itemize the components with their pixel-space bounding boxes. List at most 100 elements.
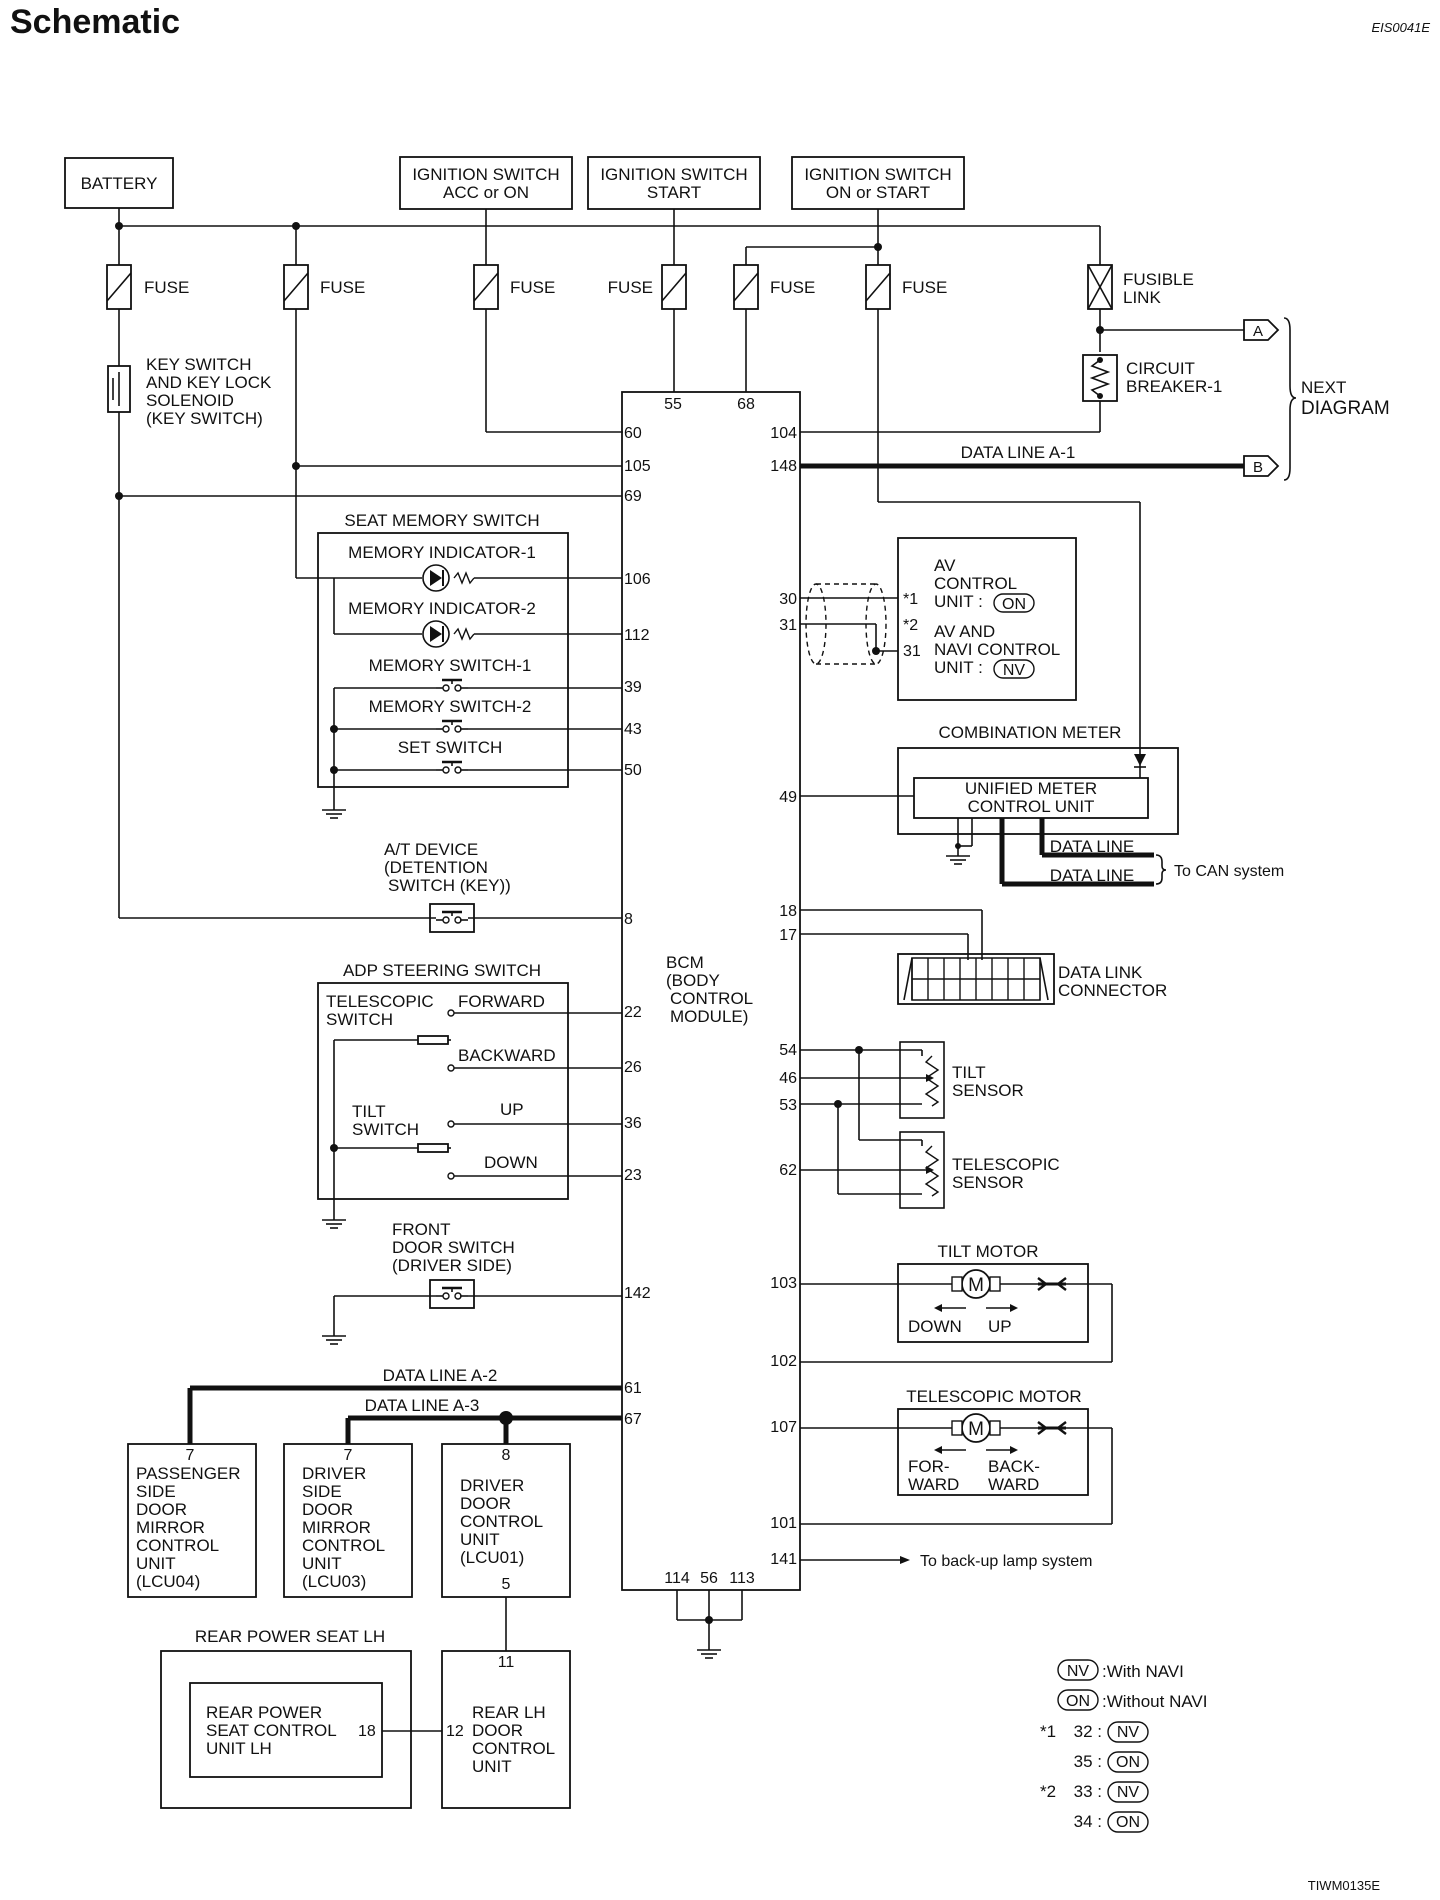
- connector-b: B: [1243, 455, 1280, 477]
- set-switch: SET SWITCH: [398, 738, 503, 757]
- legend-pin: 32 :: [1074, 1722, 1102, 1741]
- telescopic-motor-title: TELESCOPIC MOTOR: [906, 1387, 1081, 1406]
- key-switch-4: (KEY SWITCH): [146, 409, 263, 428]
- driver-mirror-line-5: CONTROL: [302, 1536, 385, 1555]
- pin-8: 8: [624, 911, 633, 928]
- fuse-6: FUSE: [865, 264, 947, 310]
- forward-label: FORWARD: [458, 992, 545, 1011]
- tele-forward-2: WARD: [908, 1475, 959, 1494]
- bcm-pin-68: 68: [737, 396, 755, 413]
- pin-102: 102: [770, 1353, 797, 1370]
- data-link-2: CONNECTOR: [1058, 981, 1167, 1000]
- bcm-module: BCM (BODY CONTROL MODULE) 55 68 114 56 1…: [621, 391, 801, 1591]
- fusible-link-line2: LINK: [1123, 288, 1161, 307]
- seat-memory-switch: SEAT MEMORY SWITCH MEMORY INDICATOR-1 ME…: [317, 511, 569, 788]
- connector-a: A: [1243, 319, 1280, 341]
- av-line-3: UNIT :: [934, 592, 983, 611]
- meter-unit-2: CONTROL UNIT: [968, 797, 1095, 816]
- fuse-5: FUSE: [733, 264, 815, 310]
- legend-tag-outline: [1107, 1811, 1149, 1833]
- rear-door-4: UNIT: [472, 1757, 512, 1776]
- pin-101: 101: [770, 1515, 797, 1532]
- pin-60: 60: [624, 425, 642, 442]
- seat-memory-title: SEAT MEMORY SWITCH: [344, 511, 539, 530]
- at-device-2: (DETENTION: [384, 858, 488, 877]
- fuse-4-label: FUSE: [608, 278, 653, 297]
- breaker-line1: CIRCUIT: [1126, 359, 1195, 378]
- data-line-a2: DATA LINE A-2: [383, 1366, 498, 1385]
- telescopic-sensor: TELESCOPIC SENSOR: [899, 1131, 1060, 1209]
- pin-62: 62: [779, 1162, 797, 1179]
- passenger-mirror-line-5: CONTROL: [136, 1536, 219, 1555]
- pin-67: 67: [624, 1411, 642, 1428]
- passenger-mirror-line-1: PASSENGER: [136, 1464, 241, 1483]
- pin-69: 69: [624, 488, 642, 505]
- rear-door-pin-top: 11: [498, 1654, 515, 1671]
- av-line-5: NAVI CONTROL: [934, 640, 1060, 659]
- legend-nv-text: :With NAVI: [1102, 1662, 1184, 1681]
- telescopic-sensor-1: TELESCOPIC: [952, 1155, 1060, 1174]
- legend-star: *1: [1040, 1722, 1056, 1741]
- page-title: Schematic: [10, 3, 180, 41]
- fuse-1: FUSE: [106, 264, 189, 310]
- av-nv-tag: NV: [1003, 662, 1026, 679]
- driver-mirror-unit: 7: [283, 1443, 413, 1598]
- tilt-motor-down: DOWN: [908, 1317, 962, 1336]
- bcm-pin-56: 56: [700, 1570, 718, 1587]
- driver-door-line-1: DRIVER: [460, 1476, 524, 1495]
- legend-nv-tag: NV: [1067, 1663, 1090, 1680]
- down-label: DOWN: [484, 1153, 538, 1172]
- telescopic-motor: TELESCOPIC MOTOR FOR- WARD BACK- WARD: [897, 1387, 1089, 1496]
- circuit-breaker: CIRCUIT BREAKER-1: [1082, 354, 1222, 402]
- rear-seat-pin: 18: [358, 1723, 376, 1740]
- passenger-mirror-line-2: SIDE: [136, 1482, 176, 1501]
- combination-meter: COMBINATION METER UNIFIED METER CONTROL …: [897, 723, 1179, 835]
- av-line-4: AV AND: [934, 622, 995, 641]
- at-device-3: SWITCH (KEY)): [388, 876, 511, 895]
- passenger-mirror-line-3: DOOR: [136, 1500, 187, 1519]
- bcm-pin-55: 55: [664, 396, 682, 413]
- legend-tag-outline: [1107, 1751, 1149, 1773]
- pin-36: 36: [624, 1115, 642, 1132]
- to-backup-lamp: To back-up lamp system: [920, 1553, 1093, 1570]
- data-line-a3: DATA LINE A-3: [365, 1396, 480, 1415]
- ign-start-line2: START: [647, 183, 701, 202]
- tilt-motor-up: UP: [988, 1317, 1012, 1336]
- fusible-link: FUSIBLE LINK: [1087, 264, 1194, 310]
- tele-forward-1: FOR-: [908, 1457, 950, 1476]
- ign-start-line1: IGNITION SWITCH: [600, 165, 747, 184]
- adp-title: ADP STEERING SWITCH: [343, 961, 541, 980]
- data-link-1: DATA LINK: [1058, 963, 1143, 982]
- driver-mirror-line-7: (LCU03): [302, 1572, 366, 1591]
- pin-31: 31: [779, 617, 797, 634]
- av-star1: *1: [903, 591, 918, 608]
- tilt-motor-title: TILT MOTOR: [937, 1242, 1038, 1261]
- driver-door-line-4: UNIT: [460, 1530, 500, 1549]
- fuse-2-label: FUSE: [320, 278, 365, 297]
- pin-112: 112: [624, 627, 650, 644]
- legend-pin: 34 :: [1074, 1812, 1102, 1831]
- av-line-6: UNIT :: [934, 658, 983, 677]
- av-line-1: AV: [934, 556, 956, 575]
- driver-door-line-5: (LCU01): [460, 1548, 524, 1567]
- data-line-a1: DATA LINE A-1: [961, 443, 1076, 462]
- bcm-left-pins: 60 105 69 106 112 39 43 50 8 22 26 36 23…: [624, 425, 651, 1428]
- data-line-2: DATA LINE: [1050, 866, 1134, 885]
- figure-code: TIWM0135E: [1308, 1878, 1381, 1893]
- pin-106: 106: [624, 571, 651, 588]
- legend-tag-outline: [1107, 1781, 1149, 1803]
- passenger-mirror-line-4: MIRROR: [136, 1518, 205, 1537]
- driver-mirror-line-1: DRIVER: [302, 1464, 366, 1483]
- legend-tag: ON: [1116, 1814, 1140, 1831]
- pin-18: 18: [779, 903, 797, 920]
- av-star2: *2: [903, 617, 918, 634]
- driver-mirror-line-4: MIRROR: [302, 1518, 371, 1537]
- pin-46: 46: [779, 1070, 797, 1087]
- tilt-sensor-2: SENSOR: [952, 1081, 1024, 1100]
- pin-43: 43: [624, 721, 642, 738]
- fuse-1-label: FUSE: [144, 278, 189, 297]
- av-line-2: CONTROL: [934, 574, 1017, 593]
- tilt-motor: TILT MOTOR DOWN UP: [897, 1242, 1089, 1343]
- ignition-acc-box: IGNITION SWITCH ACC or ON: [399, 156, 573, 210]
- data-link-connector: DATA LINK CONNECTOR: [897, 953, 1167, 1005]
